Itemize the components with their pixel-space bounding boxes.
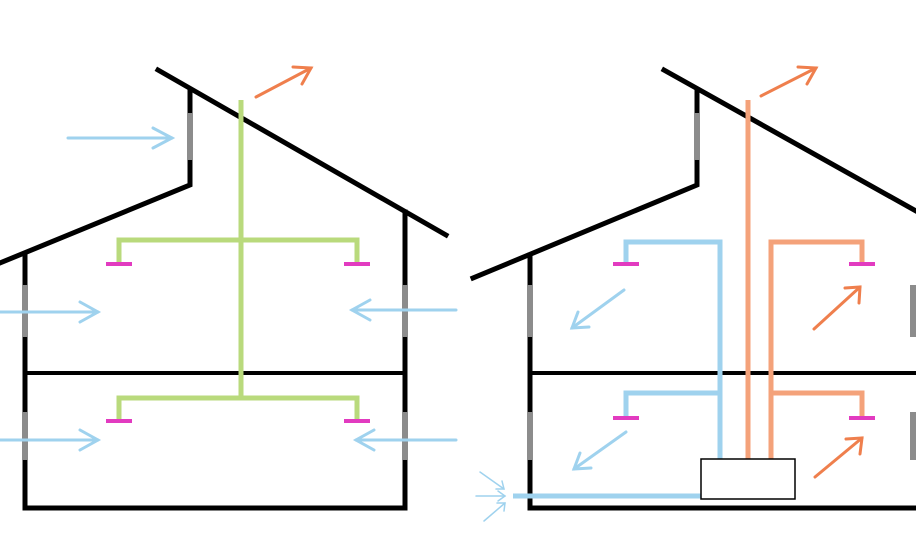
left-wall-vents [22, 113, 408, 460]
right-wall-vents [527, 113, 916, 460]
left-extract-valves [106, 262, 370, 423]
arrow-in-right-lower [352, 428, 458, 452]
extract-duct-network [116, 100, 360, 420]
exhaust-outlet-arrow [254, 65, 314, 99]
right-exhaust-outlet-arrow [759, 65, 819, 98]
extract-room-arrows [812, 285, 864, 479]
exhaust-duct-network [745, 100, 865, 460]
arrow-extract-upper-room [812, 285, 862, 331]
arrow-in-left-upper [0, 300, 102, 324]
supply-room-arrows [569, 288, 628, 471]
left-house-diagram [0, 65, 458, 511]
supply-inlet-arrows [0, 126, 458, 452]
arrow-in-attic [66, 126, 176, 150]
supply-duct-network [513, 239, 723, 499]
heat-recovery-unit [700, 458, 796, 500]
right-house-diagram [469, 65, 916, 522]
arrow-in-left-lower [0, 428, 102, 452]
arrow-supply-upper-room [569, 288, 626, 330]
arrow-in-right-upper [348, 298, 458, 322]
right-room-valves [613, 262, 875, 420]
left-house-outline [0, 66, 450, 511]
arrow-supply-lower-room [571, 430, 628, 471]
outdoor-air-intake-arrows [475, 471, 507, 522]
arrow-extract-lower-room [813, 436, 864, 479]
